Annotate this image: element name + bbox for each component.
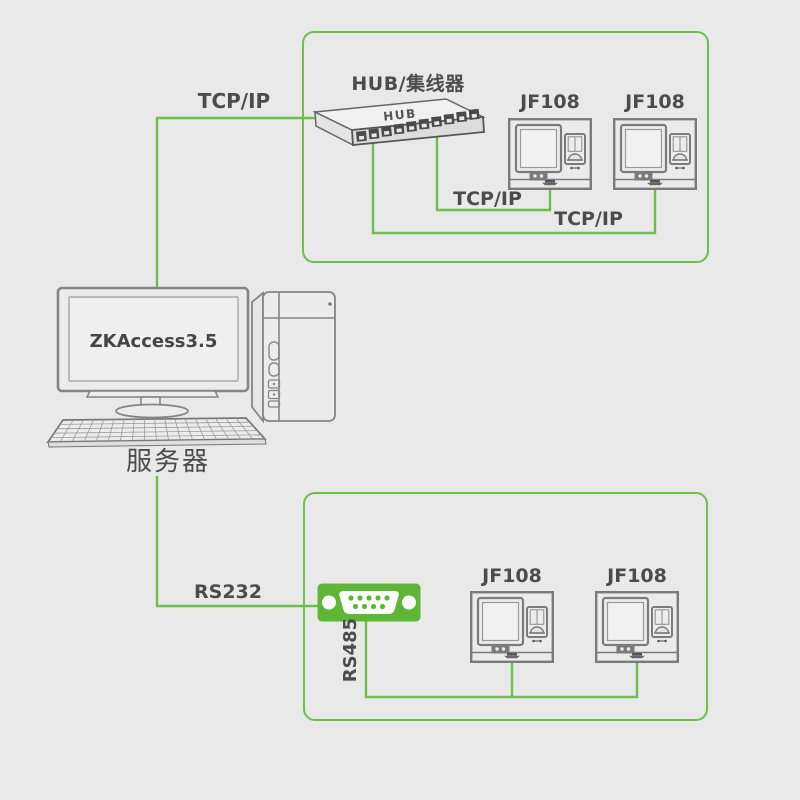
jf108-device [470, 591, 554, 663]
line-pc-to-hub [155, 116, 330, 296]
bottom-group-box [303, 492, 708, 721]
tcp-ip-label-hub-1: TCP/IP [453, 188, 522, 210]
jf108-label: JF108 [625, 91, 685, 113]
switch-ports [355, 108, 480, 142]
tcp-ip-label-main: TCP/IP [197, 89, 271, 113]
tcp-ip-label-hub-2: TCP/IP [554, 208, 623, 230]
jf108-device [613, 118, 697, 190]
line-hub-to-jf108-1 [435, 130, 552, 212]
monitor [56, 286, 250, 419]
keyboard [46, 417, 267, 448]
jf108-label: JF108 [482, 565, 542, 587]
line-pc-to-serial [155, 476, 340, 608]
computer-tower [251, 291, 336, 424]
rs232-label: RS232 [194, 581, 262, 603]
jf108-label: JF108 [607, 565, 667, 587]
hub-body-text: HUB [383, 106, 418, 123]
hub-device: HUB [312, 98, 486, 147]
jf108-label: JF108 [520, 91, 580, 113]
db9-serial-connector-icon [317, 583, 421, 622]
line-rs485-bus [364, 618, 639, 699]
line-hub-to-jf108-2 [371, 136, 657, 235]
hub-label: HUB/集线器 [351, 73, 465, 95]
top-group-box [302, 31, 709, 263]
server-caption: 服务器 [125, 447, 210, 477]
zkaccess-screen-text: ZKAccess3.5 [89, 331, 218, 352]
desktop-computer [46, 286, 336, 448]
jf108-device [508, 118, 592, 190]
jf108-device [595, 591, 679, 663]
rs485-label: RS485 [340, 617, 361, 683]
